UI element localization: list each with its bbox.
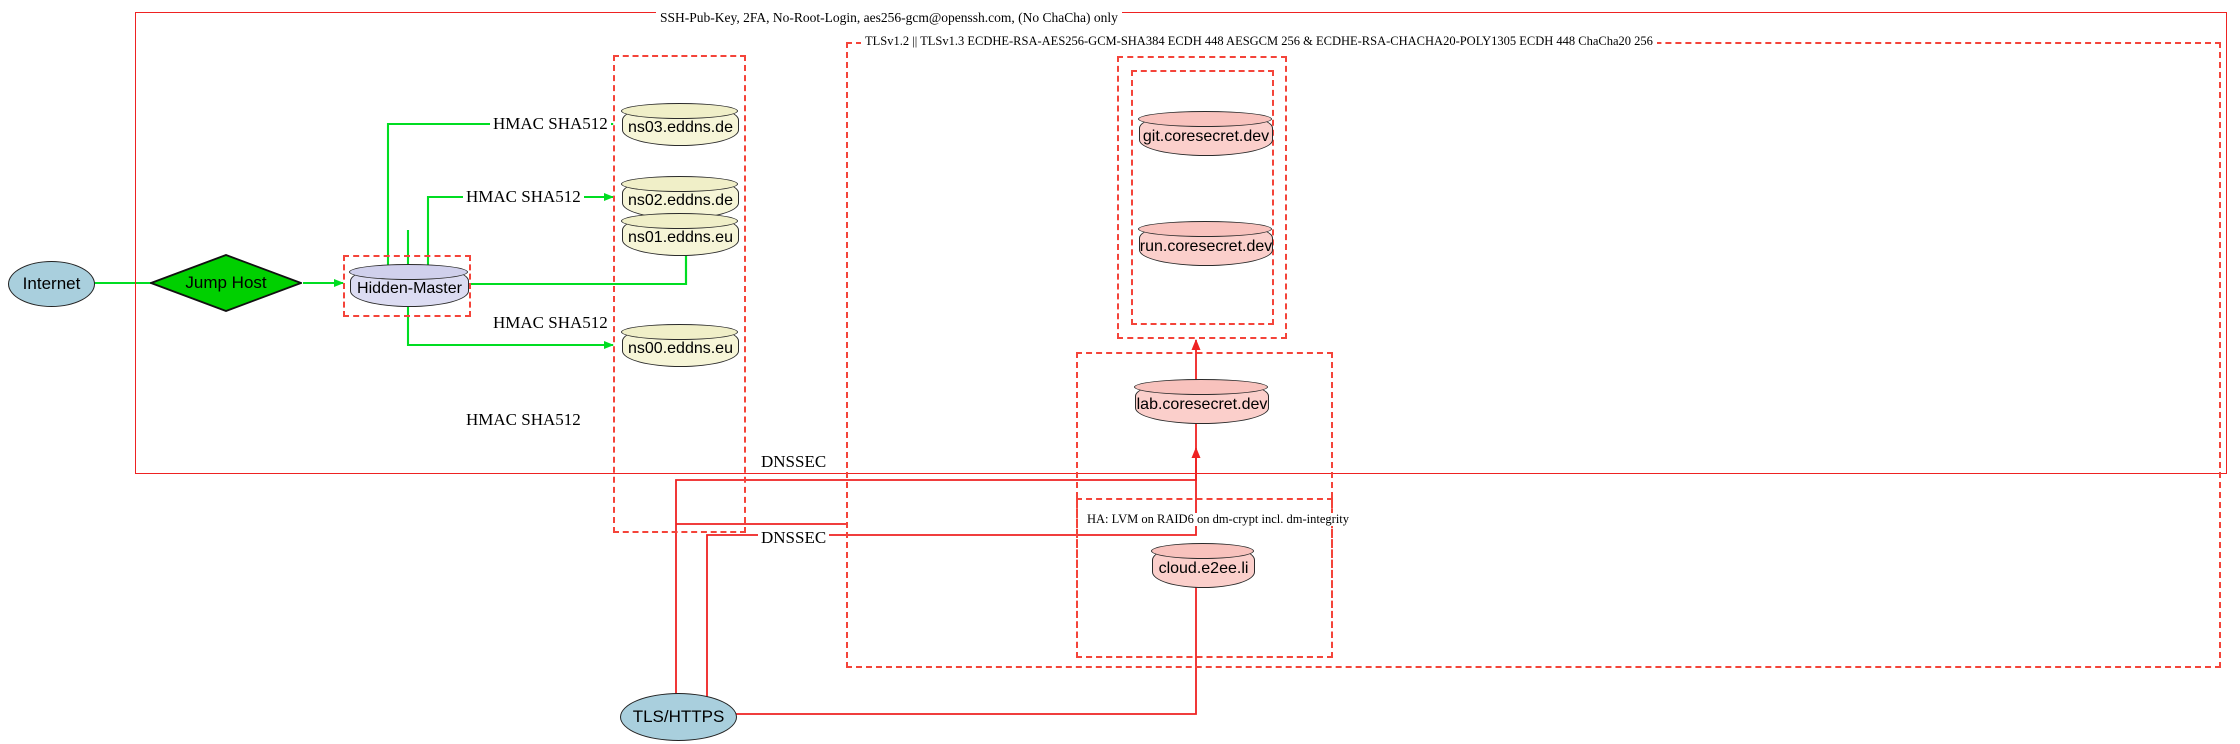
cluster-coresecret-outer <box>1131 70 1274 325</box>
node-ns01[interactable]: ns01.eddns.eu <box>621 213 739 256</box>
node-jump-host[interactable]: Jump Host <box>150 254 302 312</box>
cylinder-top <box>349 264 469 281</box>
cylinder-top <box>621 324 739 341</box>
cylinder-top <box>621 103 739 120</box>
node-internet-label: Internet <box>22 274 81 293</box>
cluster-ssh-label: SSH-Pub-Key, 2FA, No-Root-Login, aes256-… <box>656 11 1122 25</box>
cluster-nameservers <box>613 55 746 533</box>
cluster-ha <box>1076 498 1333 658</box>
node-cloud-e2ee[interactable]: cloud.e2ee.li <box>1151 543 1255 588</box>
cluster-coresecret <box>1117 56 1287 339</box>
edge-label-hmac-ns01: HMAC SHA512 <box>490 313 611 333</box>
edge-label-hmac-ns00: HMAC SHA512 <box>463 410 584 430</box>
node-ns02-label: ns02.eddns.de <box>628 192 733 209</box>
node-cloud-label: cloud.e2ee.li <box>1158 560 1249 577</box>
edge-label-hmac-ns03: HMAC SHA512 <box>490 114 611 134</box>
node-internet[interactable]: Internet <box>8 261 95 307</box>
cylinder-top <box>621 176 739 193</box>
node-hidden-master-label: Hidden-Master <box>357 280 462 297</box>
cluster-tls-label: TLSv1.2 || TLSv1.3 ECDHE-RSA-AES256-GCM-… <box>861 35 1657 48</box>
node-ns00-label: ns00.eddns.eu <box>628 340 733 357</box>
node-ns01-label: ns01.eddns.eu <box>628 229 733 246</box>
edge-label-dnssec-2: DNSSEC <box>758 528 830 548</box>
node-ns00[interactable]: ns00.eddns.eu <box>621 324 739 367</box>
cylinder-top <box>1138 221 1273 238</box>
node-git-label: git.coresecret.dev <box>1142 128 1270 145</box>
cylinder-top <box>1151 543 1255 560</box>
cluster-ha-label: HA: LVM on RAID6 on dm-crypt incl. dm-in… <box>1083 513 1354 526</box>
node-lab-coresecret[interactable]: lab.coresecret.dev <box>1134 379 1269 424</box>
cylinder-top <box>1134 379 1269 396</box>
node-lab-label: lab.coresecret.dev <box>1136 396 1268 413</box>
edge-label-hmac-ns02: HMAC SHA512 <box>463 187 584 207</box>
edge-label-dnssec-1: DNSSEC <box>758 452 830 472</box>
cylinder-top <box>1138 111 1273 128</box>
cluster-ssh-boundary <box>135 12 2227 474</box>
node-git-coresecret[interactable]: git.coresecret.dev <box>1138 111 1273 156</box>
node-run-coresecret[interactable]: run.coresecret.dev <box>1138 221 1273 266</box>
node-run-label: run.coresecret.dev <box>1139 238 1273 255</box>
node-tls-https-label: TLS/HTTPS <box>632 707 725 726</box>
cluster-tls <box>846 42 2221 668</box>
node-hidden-master[interactable]: Hidden-Master <box>349 264 469 307</box>
cylinder-top <box>621 213 739 230</box>
node-tls-https[interactable]: TLS/HTTPS <box>620 693 737 741</box>
node-ns03-label: ns03.eddns.de <box>628 119 733 136</box>
node-ns03[interactable]: ns03.eddns.de <box>621 103 739 146</box>
cluster-hidden-master <box>343 255 471 317</box>
